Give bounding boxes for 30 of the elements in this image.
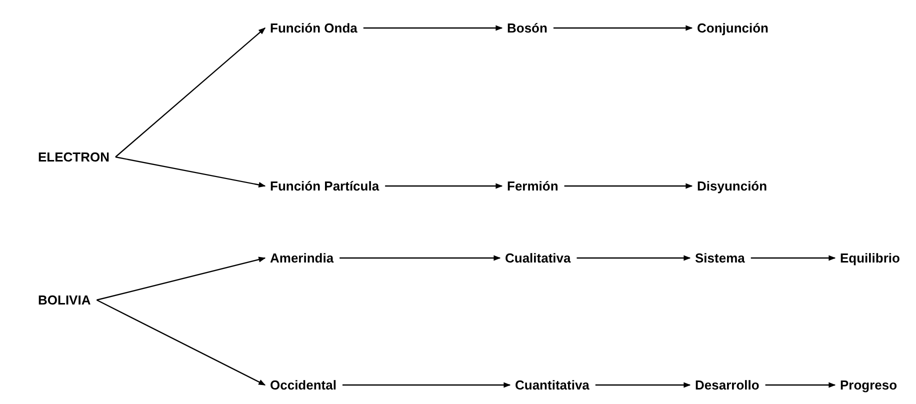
arrow <box>595 382 691 388</box>
node-label: BOLIVIA <box>38 294 91 306</box>
arrow <box>363 25 503 31</box>
node-label: Fermión <box>507 180 558 192</box>
node-label: Función Onda <box>270 22 358 34</box>
node-label: Bosón <box>507 22 548 34</box>
node-label: Cuantitativa <box>515 378 590 392</box>
node-label: Progreso <box>840 378 898 392</box>
arrow <box>553 25 693 31</box>
node-label: Cualitativa <box>505 252 571 264</box>
node-label: Función Partícula <box>270 180 380 192</box>
node-label: Disyunción <box>697 180 768 192</box>
arrow <box>564 183 693 189</box>
arrow <box>576 255 691 261</box>
arrow <box>385 183 503 189</box>
node-label: Sistema <box>695 252 745 264</box>
arrow <box>750 255 836 261</box>
arrow <box>96 256 266 301</box>
node-label: Conjunción <box>697 22 768 34</box>
arrow <box>115 156 266 188</box>
arrow <box>765 382 836 388</box>
node-label: Occidental <box>270 378 336 392</box>
node-label: Desarrollo <box>695 378 760 392</box>
arrow <box>342 382 511 388</box>
arrow <box>96 299 266 386</box>
node-label: ELECTRON <box>38 150 110 164</box>
node-label: Amerindia <box>270 252 334 264</box>
arrow <box>115 28 266 158</box>
node-label: Equilibrio <box>840 252 900 264</box>
arrow <box>340 255 501 261</box>
